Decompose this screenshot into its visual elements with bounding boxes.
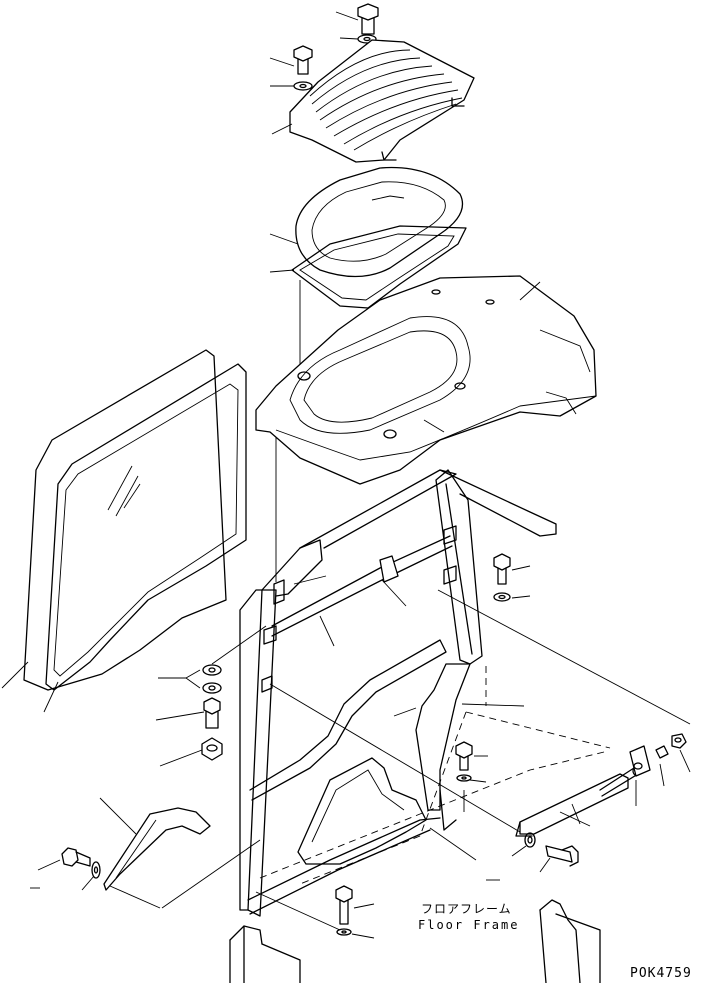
floor-frame-label-en: Floor Frame bbox=[418, 918, 520, 932]
floor-frame bbox=[229, 879, 601, 983]
center-bolt bbox=[455, 741, 488, 771]
rear-bushing bbox=[655, 745, 669, 787]
side-window-glass bbox=[1, 349, 247, 713]
rear-damper-mount bbox=[629, 745, 651, 806]
bottom-right-bolt bbox=[539, 845, 579, 873]
top-bolt bbox=[335, 3, 379, 35]
left-bolt bbox=[155, 697, 221, 729]
lower-left-bracket bbox=[99, 797, 211, 909]
rear-nut bbox=[671, 733, 691, 773]
upper-left-washer bbox=[270, 81, 313, 91]
lower-left-bolt bbox=[37, 847, 91, 871]
bottom-center-bolt bbox=[335, 885, 375, 925]
figure-code: POK4759 bbox=[630, 966, 692, 981]
floor-frame-outline bbox=[259, 666, 611, 885]
lower-left-washer bbox=[81, 861, 101, 891]
center-washer bbox=[456, 774, 487, 783]
floor-frame-label-jp: フロアフレーム bbox=[421, 902, 512, 916]
cab-roof-shell bbox=[255, 275, 597, 485]
bottom-center-washer bbox=[336, 928, 375, 939]
upper-left-bolt bbox=[269, 45, 313, 75]
right-bolt-upper bbox=[493, 553, 531, 585]
right-washer-upper bbox=[493, 592, 531, 602]
bottom-right-washer bbox=[511, 832, 536, 857]
cab-main-frame bbox=[239, 469, 557, 917]
left-washer-pair bbox=[158, 664, 222, 694]
roof-window-seal bbox=[269, 225, 467, 309]
ribbed-roof-cover bbox=[271, 39, 475, 163]
top-washer bbox=[339, 34, 377, 44]
left-nut bbox=[159, 737, 223, 767]
